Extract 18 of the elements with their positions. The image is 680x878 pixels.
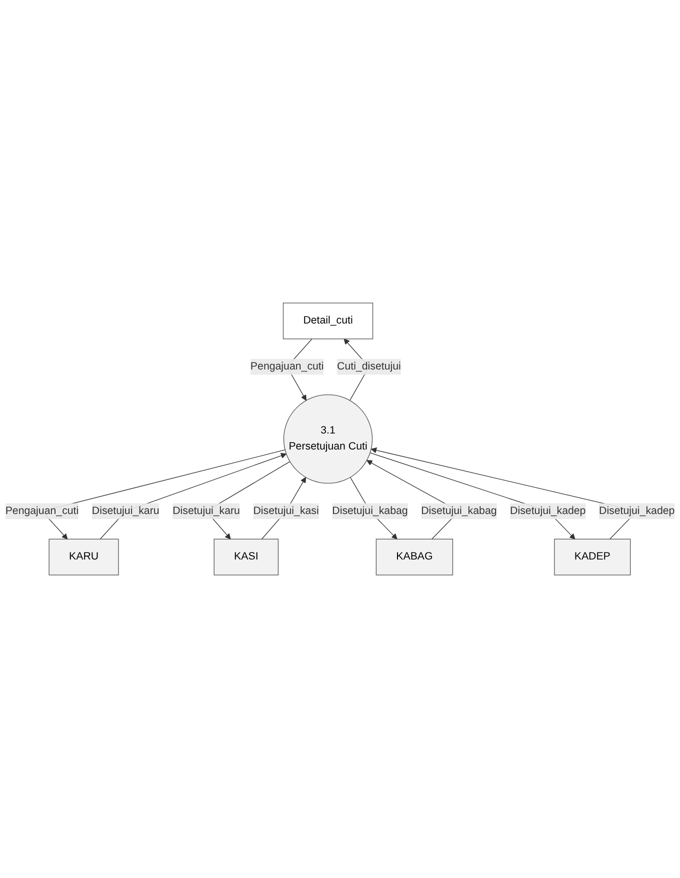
arrow	[370, 452, 576, 540]
edge-label: Disetujui_karu	[92, 505, 160, 517]
edge-label: Disetujui_kadep	[599, 505, 675, 517]
edge-label: Disetujui_karu	[172, 505, 240, 517]
arrow	[100, 452, 287, 540]
node-box: Detail_cuti	[282, 302, 374, 340]
node-box: KADEP	[554, 538, 631, 576]
edge-label: Disetujui_kasi	[253, 505, 319, 517]
node-box: KARU	[48, 538, 119, 576]
edge-label: Disetujui_kabag	[332, 505, 408, 517]
edge-label: Pengajuan_cuti	[5, 505, 79, 517]
edge-label: Disetujui_kabag	[421, 505, 497, 517]
edge-label: Disetujui_kadep	[510, 505, 586, 517]
node-box: KABAG	[376, 538, 454, 576]
edge-label: Pengajuan_cuti	[250, 360, 324, 372]
node-circle: 3.1 Persetujuan Cuti	[283, 394, 373, 484]
edge-label: Cuti_disetujui	[337, 360, 401, 372]
node-box: KASI	[214, 538, 279, 576]
